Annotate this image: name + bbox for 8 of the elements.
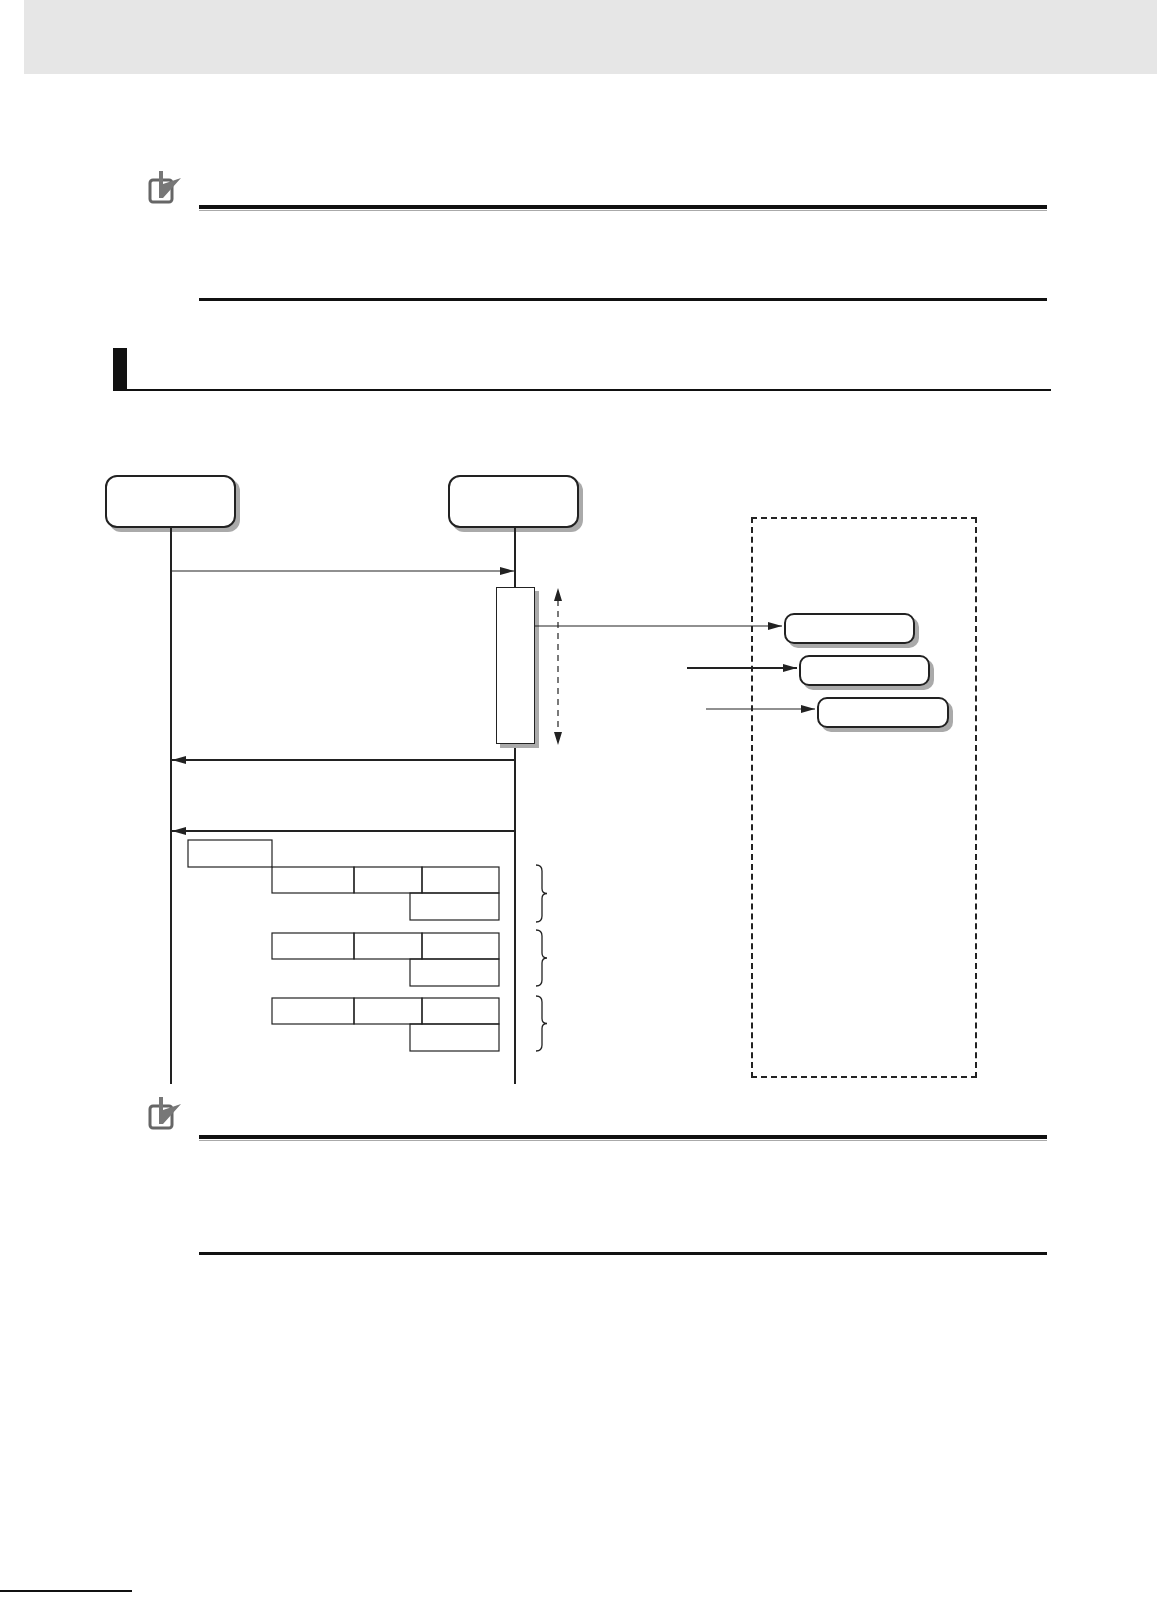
arrow [171,756,515,764]
arrow [705,705,816,713]
arrow [171,567,515,575]
lifeline [170,528,172,1084]
arrow [534,622,783,630]
arrow [686,664,798,672]
arrow [171,827,515,835]
dashed-frame [751,517,977,1078]
